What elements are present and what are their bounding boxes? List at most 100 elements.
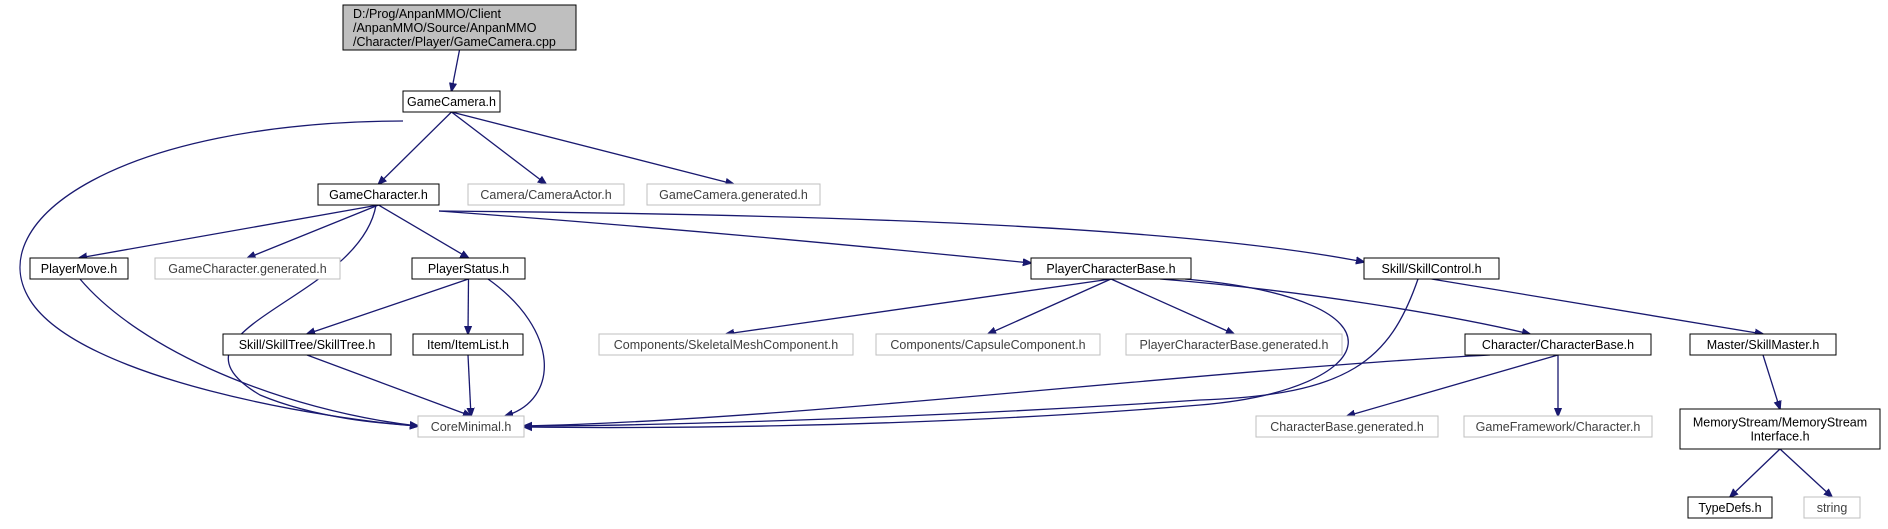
node-capsule-h: Components/CapsuleComponent.h bbox=[875, 333, 1101, 356]
edge-root-to-gamecamera-h bbox=[452, 49, 461, 91]
node-label: /Character/Player/GameCamera.cpp bbox=[353, 35, 556, 49]
node-box bbox=[1687, 496, 1773, 519]
edge-skilltree-h-to-coreminimal-h bbox=[306, 354, 471, 416]
edge-playermove-h-to-coreminimal-h bbox=[79, 278, 418, 426]
node-label: PlayerCharacterBase.h bbox=[1046, 262, 1175, 276]
node-box bbox=[222, 333, 392, 356]
node-label: PlayerMove.h bbox=[41, 262, 117, 276]
edge-gamecharacter-h-to-playerstatus-h bbox=[378, 204, 469, 258]
edge-playerstatus-h-to-coreminimal-h bbox=[487, 278, 545, 416]
node-cameraactor-h: Camera/CameraActor.h bbox=[467, 183, 625, 206]
edge-playercharacterbase-h-to-capsule-h bbox=[988, 278, 1112, 334]
nodes-layer: D:/Prog/AnpanMMO/Client/AnpanMMO/Source/… bbox=[29, 4, 1881, 519]
node-box bbox=[342, 4, 577, 51]
edge-memorystream-h-to-typedefs-h bbox=[1730, 448, 1781, 497]
node-box bbox=[646, 183, 821, 206]
node-gamecharacter-h[interactable]: GameCharacter.h bbox=[317, 183, 440, 206]
node-label: PlayerStatus.h bbox=[428, 262, 509, 276]
node-playermove-h[interactable]: PlayerMove.h bbox=[29, 257, 129, 280]
node-box bbox=[317, 183, 440, 206]
node-gamecamera-generated-h: GameCamera.generated.h bbox=[646, 183, 821, 206]
edge-gamecamera-h-to-gamecharacter-h bbox=[379, 111, 452, 184]
edge-playerstatus-h-to-itemlist-h bbox=[468, 278, 469, 334]
node-skilltree-h[interactable]: Skill/SkillTree/SkillTree.h bbox=[222, 333, 392, 356]
edge-gamecharacter-h-to-playermove-h bbox=[79, 204, 379, 258]
node-skeletalmesh-h: Components/SkeletalMeshComponent.h bbox=[598, 333, 854, 356]
node-label: Interface.h bbox=[1750, 430, 1809, 444]
edge-playercharacterbase-h-to-characterbase-h bbox=[1159, 278, 1530, 334]
node-box bbox=[29, 257, 129, 280]
edge-skillmaster-h-to-memorystream-h bbox=[1762, 354, 1780, 409]
node-playercharacterbase-generated-h: PlayerCharacterBase.generated.h bbox=[1125, 333, 1343, 356]
edge-characterbase-h-to-coreminimal-h bbox=[524, 354, 1491, 426]
node-box bbox=[1030, 257, 1192, 280]
edge-memorystream-h-to-string bbox=[1779, 448, 1832, 497]
node-box bbox=[875, 333, 1101, 356]
node-label: GameCharacter.generated.h bbox=[168, 262, 326, 276]
edge-gamecamera-h-to-cameraactor-h bbox=[451, 111, 547, 184]
node-box bbox=[598, 333, 854, 356]
node-label: MemoryStream/MemoryStream bbox=[1693, 416, 1867, 430]
node-label: CharacterBase.generated.h bbox=[1270, 420, 1424, 434]
node-box bbox=[417, 415, 525, 438]
node-box bbox=[1679, 408, 1881, 450]
node-gamecamera-h[interactable]: GameCamera.h bbox=[402, 90, 501, 113]
node-box bbox=[1464, 333, 1652, 356]
node-gamecharacter-generated-h: GameCharacter.generated.h bbox=[154, 257, 341, 280]
node-label: Skill/SkillControl.h bbox=[1381, 262, 1481, 276]
edge-gamecharacter-h-to-coreminimal-h bbox=[227, 204, 418, 426]
node-box bbox=[1363, 257, 1500, 280]
node-label: D:/Prog/AnpanMMO/Client bbox=[353, 7, 502, 21]
node-label: GameFramework/Character.h bbox=[1476, 420, 1641, 434]
node-skillmaster-h[interactable]: Master/SkillMaster.h bbox=[1689, 333, 1837, 356]
node-label: GameCamera.generated.h bbox=[659, 188, 808, 202]
node-box bbox=[154, 257, 341, 280]
edge-gamecamera-h-to-coreminimal-h bbox=[19, 120, 418, 426]
edge-playercharacterbase-h-to-coreminimal-h bbox=[524, 278, 1349, 428]
node-label: Master/SkillMaster.h bbox=[1707, 338, 1820, 352]
node-box bbox=[402, 90, 501, 113]
node-box bbox=[1689, 333, 1837, 356]
node-label: string bbox=[1817, 501, 1848, 515]
node-box bbox=[1255, 415, 1439, 438]
node-label: Character/CharacterBase.h bbox=[1482, 338, 1634, 352]
edge-itemlist-h-to-coreminimal-h bbox=[468, 354, 471, 416]
edge-playerstatus-h-to-skilltree-h bbox=[307, 278, 469, 334]
node-playercharacterbase-h[interactable]: PlayerCharacterBase.h bbox=[1030, 257, 1192, 280]
node-label: Skill/SkillTree/SkillTree.h bbox=[239, 338, 376, 352]
node-playerstatus-h[interactable]: PlayerStatus.h bbox=[411, 257, 526, 280]
node-string: string bbox=[1803, 496, 1861, 519]
node-box bbox=[1803, 496, 1861, 519]
edge-gamecharacter-h-to-gamecharacter-generated-h bbox=[248, 204, 379, 258]
node-label: Components/SkeletalMeshComponent.h bbox=[614, 338, 838, 352]
edge-skillcontrol-h-to-coreminimal-h bbox=[524, 278, 1419, 426]
node-label: GameCharacter.h bbox=[329, 188, 428, 202]
node-label: Item/ItemList.h bbox=[427, 338, 509, 352]
node-skillcontrol-h[interactable]: Skill/SkillControl.h bbox=[1363, 257, 1500, 280]
node-typedefs-h[interactable]: TypeDefs.h bbox=[1687, 496, 1773, 519]
edge-gamecharacter-h-to-playercharacterbase-h bbox=[438, 210, 1031, 263]
edge-skillcontrol-h-to-skillmaster-h bbox=[1431, 278, 1764, 334]
node-label: Components/CapsuleComponent.h bbox=[890, 338, 1085, 352]
node-box bbox=[1125, 333, 1343, 356]
node-label: GameCamera.h bbox=[407, 95, 496, 109]
node-box bbox=[412, 333, 524, 356]
edge-playercharacterbase-h-to-playercharacterbase-generated-h bbox=[1110, 278, 1234, 334]
edge-gamecamera-h-to-gamecamera-generated-h bbox=[451, 111, 734, 184]
node-box bbox=[411, 257, 526, 280]
node-label: Camera/CameraActor.h bbox=[480, 188, 611, 202]
node-characterbase-generated-h: CharacterBase.generated.h bbox=[1255, 415, 1439, 438]
node-box bbox=[467, 183, 625, 206]
node-label: PlayerCharacterBase.generated.h bbox=[1139, 338, 1328, 352]
node-gameframework-character-h: GameFramework/Character.h bbox=[1463, 415, 1653, 438]
edge-characterbase-h-to-characterbase-generated-h bbox=[1347, 354, 1559, 416]
node-root[interactable]: D:/Prog/AnpanMMO/Client/AnpanMMO/Source/… bbox=[342, 4, 577, 51]
node-label: /AnpanMMO/Source/AnpanMMO bbox=[353, 21, 537, 35]
edge-gamecharacter-h-to-skillcontrol-h bbox=[438, 210, 1364, 262]
node-itemlist-h[interactable]: Item/ItemList.h bbox=[412, 333, 524, 356]
edge-playercharacterbase-h-to-skeletalmesh-h bbox=[726, 278, 1112, 334]
node-characterbase-h[interactable]: Character/CharacterBase.h bbox=[1464, 333, 1652, 356]
node-label: CoreMinimal.h bbox=[431, 420, 512, 434]
